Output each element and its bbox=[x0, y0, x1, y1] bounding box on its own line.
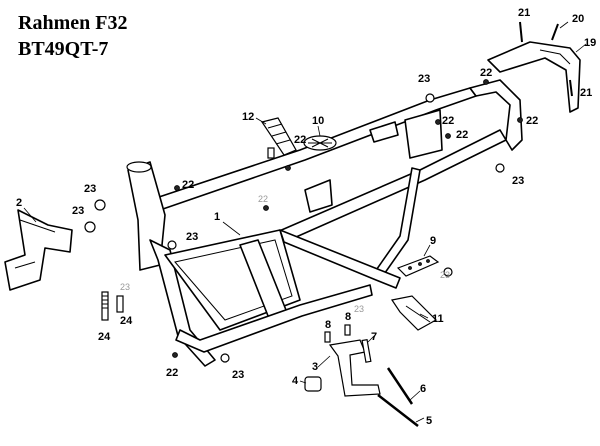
callout-23f: 23 bbox=[232, 369, 244, 381]
callout-23i: 23 bbox=[440, 270, 450, 280]
callout-6: 6 bbox=[420, 383, 426, 395]
callout-10: 10 bbox=[312, 115, 324, 127]
side-stand-part-3 bbox=[328, 339, 381, 397]
bolt-part-21-right bbox=[569, 79, 573, 97]
callout-22b: 22 bbox=[294, 134, 306, 146]
callout-3: 3 bbox=[312, 361, 318, 373]
bolt-part-20 bbox=[551, 23, 559, 41]
lower-front-arc bbox=[175, 284, 373, 353]
rear-bracket bbox=[404, 109, 443, 159]
callout-labels: 1 2 3 4 5 6 7 8 8 9 10 11 12 19 20 21 21… bbox=[16, 7, 596, 427]
pedal-part-11 bbox=[391, 295, 437, 331]
callout-23c: 23 bbox=[418, 73, 430, 85]
fastener-part-8a bbox=[324, 331, 331, 343]
center-bracket bbox=[304, 179, 333, 213]
diagram-title-model: Rahmen F32 bbox=[18, 12, 128, 34]
callout-22d: 22 bbox=[456, 129, 468, 141]
leader-lines bbox=[23, 21, 587, 423]
callout-22g: 22 bbox=[166, 367, 178, 379]
pin-part-7 bbox=[361, 338, 372, 363]
callout-8a: 8 bbox=[325, 319, 331, 331]
rear-loop bbox=[469, 79, 523, 151]
callout-22e: 22 bbox=[480, 67, 492, 79]
bolts-part-24 bbox=[101, 291, 124, 321]
callout-24a: 24 bbox=[120, 315, 133, 327]
callout-1: 1 bbox=[214, 211, 220, 223]
bolt-part-5 bbox=[377, 394, 419, 427]
callout-21a: 21 bbox=[518, 7, 530, 19]
footplate-part-9 bbox=[396, 255, 440, 277]
callout-21b: 21 bbox=[580, 87, 592, 99]
steering-head-top bbox=[126, 161, 152, 173]
callout-5: 5 bbox=[426, 415, 432, 427]
callout-2: 2 bbox=[16, 197, 22, 209]
callout-22f: 22 bbox=[526, 115, 538, 127]
main-frame bbox=[126, 79, 523, 367]
bolt-part-6 bbox=[386, 367, 414, 405]
callout-23h: 23 bbox=[354, 304, 364, 314]
footrest-part-12 bbox=[261, 117, 297, 159]
callout-24b: 24 bbox=[98, 331, 111, 343]
callout-22a: 22 bbox=[182, 179, 194, 191]
callout-19: 19 bbox=[584, 37, 596, 49]
grab-handle-part-19 bbox=[487, 41, 581, 113]
callout-20: 20 bbox=[572, 13, 584, 25]
fastener-part-8b bbox=[344, 324, 351, 336]
callout-23g: 23 bbox=[120, 282, 130, 292]
callout-22c: 22 bbox=[442, 115, 454, 127]
callout-11: 11 bbox=[432, 313, 444, 325]
callout-22h: 22 bbox=[258, 194, 268, 204]
callout-8b: 8 bbox=[345, 311, 351, 323]
bolt-part-21-top bbox=[519, 21, 523, 43]
screws-part-22 bbox=[172, 79, 523, 358]
callout-23b: 23 bbox=[72, 205, 84, 217]
rear-crossmember bbox=[369, 121, 399, 143]
callout-9: 9 bbox=[430, 235, 436, 247]
callout-23a: 23 bbox=[84, 183, 96, 195]
vent-grille-part-10 bbox=[303, 135, 337, 151]
diagram-title-code: BT49QT-7 bbox=[18, 38, 109, 60]
bushing-part-4 bbox=[304, 376, 322, 392]
callout-23d: 23 bbox=[512, 175, 524, 187]
front-bracket-part-2 bbox=[4, 209, 73, 291]
callout-4: 4 bbox=[292, 375, 299, 387]
nuts-part-23 bbox=[84, 93, 505, 363]
callout-23e: 23 bbox=[186, 231, 198, 243]
callout-12: 12 bbox=[242, 111, 254, 123]
callout-7: 7 bbox=[371, 331, 377, 343]
lower-rear-tube bbox=[279, 229, 401, 289]
